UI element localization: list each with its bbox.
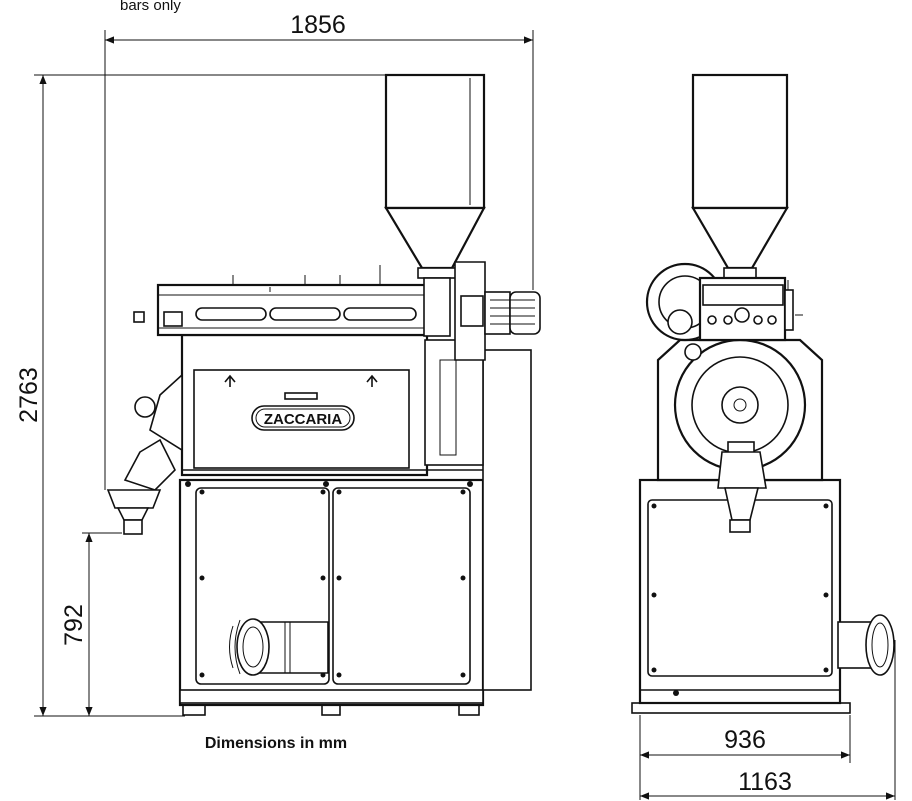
front-view xyxy=(631,73,895,714)
brand-logo: ZACCARIA xyxy=(264,411,342,428)
dim-936-label: 936 xyxy=(724,726,766,754)
top-note: bars only xyxy=(120,0,181,14)
side-view: ZACCARIA xyxy=(106,73,541,716)
dim-2763-label: 2763 xyxy=(15,367,43,423)
dim-1856-label: 1856 xyxy=(290,11,346,39)
dim-792-label: 792 xyxy=(60,604,88,646)
dimension-lines: bars only 1856 2763 792 936 1163 xyxy=(15,0,896,800)
dim-1163-label: 1163 xyxy=(738,768,792,796)
caption: Dimensions in mm xyxy=(205,735,347,752)
